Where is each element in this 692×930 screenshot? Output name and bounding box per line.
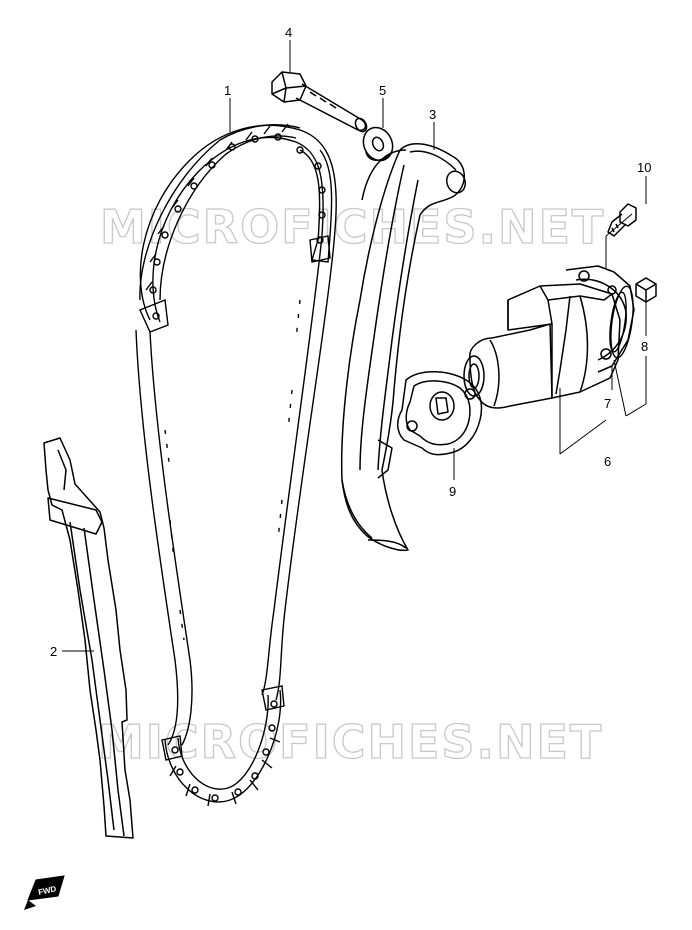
callout-8: 8: [641, 339, 648, 354]
leader-lines: [62, 40, 647, 652]
fwd-arrow-icon: FWD: [24, 875, 65, 910]
tensioner-arm: [340, 143, 467, 552]
callout-2: 2: [50, 644, 57, 659]
callout-1: 1: [224, 83, 231, 98]
callout-7: 7: [604, 396, 611, 411]
callout-4: 4: [285, 25, 292, 40]
cap-nut: [635, 277, 657, 303]
chain-guide: [43, 437, 134, 839]
gasket: [397, 371, 483, 456]
watermark-bottom: MICROFICHES.NET: [98, 715, 603, 769]
tensioner-body: [463, 265, 635, 409]
fwd-label: FWD: [37, 884, 57, 897]
callout-10: 10: [637, 160, 651, 175]
callout-3: 3: [429, 107, 436, 122]
bolt: [271, 71, 368, 133]
o-ring: [609, 285, 634, 359]
cam-chain: [135, 123, 337, 807]
callout-6: 6: [604, 454, 611, 469]
callout-5: 5: [379, 83, 386, 98]
callout-9: 9: [449, 484, 456, 499]
